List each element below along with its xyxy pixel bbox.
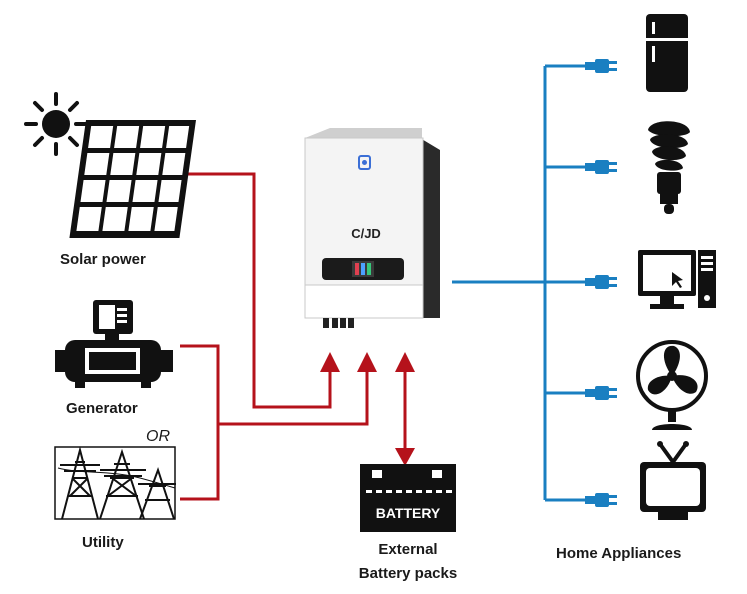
- plug-icons: [585, 59, 617, 507]
- or-label: OR: [146, 428, 170, 445]
- fridge-icon: [646, 14, 688, 92]
- computer-icon: [638, 250, 716, 309]
- fan-icon: [636, 340, 708, 430]
- dc-wiring: [180, 172, 407, 501]
- inverter-icon: [304, 128, 440, 328]
- solar-power-label: Solar power: [60, 251, 146, 268]
- generator-label: Generator: [66, 400, 138, 417]
- ac-wiring: [452, 64, 585, 502]
- dc-arrowheads: [320, 352, 415, 466]
- solar-panel-icon: [69, 120, 196, 238]
- plug-icon: [585, 59, 617, 73]
- sun-icon: [24, 92, 88, 156]
- plug-icon: [585, 275, 617, 289]
- battery-icon: [360, 464, 456, 532]
- battery-text: BATTERY: [376, 505, 441, 521]
- plug-icon: [585, 493, 617, 507]
- tv-icon: [640, 441, 706, 520]
- utility-tower-icon: [54, 446, 176, 520]
- battery-caption-line2: Battery packs: [358, 565, 458, 582]
- battery-caption-line1: External: [378, 541, 438, 558]
- plug-icon: [585, 386, 617, 400]
- home-appliances-label: Home Appliances: [556, 545, 682, 562]
- generator-icon: [55, 300, 173, 388]
- inverter-logo: C/JD: [351, 226, 381, 241]
- utility-label: Utility: [82, 534, 124, 551]
- bulb-icon: [648, 121, 690, 214]
- plug-icon: [585, 160, 617, 174]
